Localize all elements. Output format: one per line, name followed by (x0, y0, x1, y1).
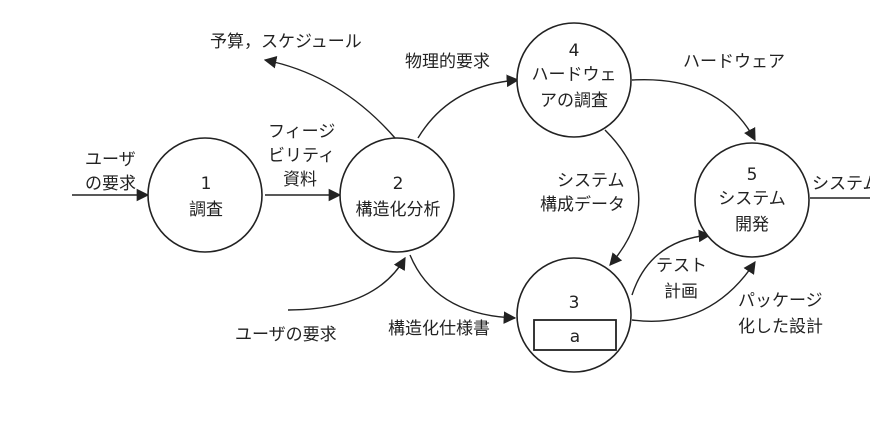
label-user-request-line2: の要求 (85, 174, 136, 194)
flow-system-config (604, 129, 640, 266)
node-4-label-line2: アの調査 (540, 91, 608, 111)
label-hardware: ハードウェア (683, 52, 785, 72)
flow-hardware (631, 78, 756, 142)
node-4-number: 4 (569, 41, 580, 61)
node-5-label-line2: 開発 (735, 215, 769, 235)
label-user-request-bottom: ユーザの要求 (235, 325, 337, 345)
label-physical-requirement: 物理的要求 (405, 52, 490, 72)
node-5-label-line1: システム (718, 189, 786, 209)
label-feasibility-line2: ビリティ (268, 146, 335, 166)
answer-box-a (533, 319, 617, 351)
label-package-design-line1: パッケージ (738, 291, 823, 311)
node-2-number: 2 (393, 174, 404, 194)
node-1-number: 1 (201, 174, 212, 194)
label-system-config-line1: システム (557, 171, 625, 191)
label-package-design-line2: 化した設計 (738, 317, 823, 337)
flow-package-design (631, 260, 756, 322)
label-feasibility-line1: フィージ (268, 122, 335, 142)
label-system-config-line2: 構成データ (540, 194, 625, 215)
process-1-survey (147, 137, 263, 253)
process-4-hardware-survey (516, 22, 632, 138)
label-test-plan-line1: テスト (656, 256, 707, 276)
node-1-label: 調査 (189, 200, 223, 220)
label-system-output: システム (812, 174, 870, 194)
process-5-system-development (694, 142, 810, 258)
node-3-box-label: a (570, 327, 580, 347)
label-test-plan-line2: 計画 (664, 282, 698, 302)
flow-physical-requirement (417, 74, 520, 139)
label-structured-spec: 構造化仕様書 (388, 319, 490, 339)
label-feasibility-line3: 資料 (283, 170, 317, 190)
label-budget-schedule: 予算，スケジュール (210, 32, 362, 52)
label-user-request-line1: ユーザ (85, 150, 136, 170)
process-2-structured-analysis (339, 137, 455, 253)
node-4-label-line1: ハードウェ (532, 65, 617, 85)
flow-structured-spec (409, 254, 517, 324)
flow-user-request-bottom (287, 256, 406, 311)
node-5-number: 5 (747, 165, 758, 185)
node-2-label: 構造化分析 (356, 200, 441, 220)
flow-test-plan (631, 229, 712, 296)
flow-budget (263, 56, 396, 139)
node-3-number: 3 (569, 293, 580, 313)
process-3 (516, 257, 632, 373)
